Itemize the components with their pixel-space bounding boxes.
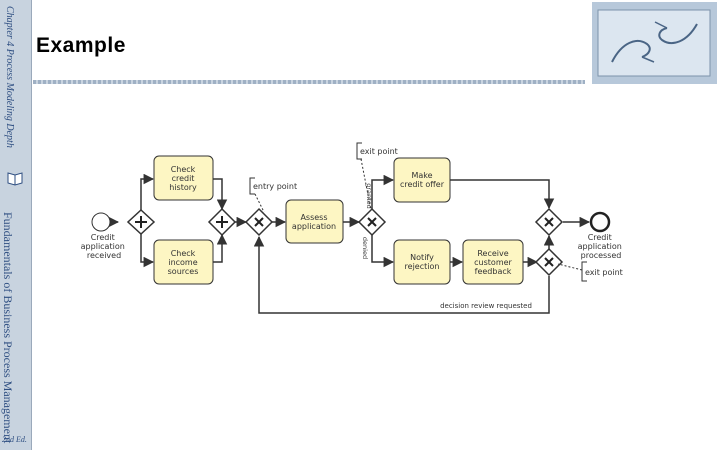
svg-text:exit point: exit point [585, 268, 623, 277]
end-event-label: Credit application processed [578, 233, 625, 260]
flow-offer-to-end-merge [450, 179, 555, 210]
start-event-label: Credit application received [81, 233, 128, 260]
sidebar-edition: 2nd Ed. [2, 435, 27, 444]
review-gateway [534, 247, 564, 277]
flow-denied [371, 235, 395, 268]
flow-granted [371, 174, 395, 209]
flow-decision-review-loop [253, 235, 550, 314]
start-event [91, 212, 111, 232]
svg-text:entry point: entry point [253, 182, 297, 191]
annotation-exit-point-top: exit point [356, 142, 398, 211]
drawing-hands-image [592, 2, 717, 84]
flow-income-to-join [213, 233, 228, 263]
flow-to-check-income [140, 232, 155, 268]
decision-gateway [357, 207, 387, 237]
end-event [589, 211, 611, 233]
flow-label-decision-review: decision review requested [440, 302, 532, 310]
end-merge-gateway [534, 207, 564, 237]
flow-to-check-history [140, 173, 155, 212]
slide-title: Example [36, 34, 126, 57]
flow-history-to-join [213, 178, 228, 211]
svg-text:exit point: exit point [360, 147, 398, 156]
sequence-flows [108, 173, 591, 314]
parallel-split-gateway [126, 208, 156, 236]
exclusive-merge-gateway [244, 207, 274, 237]
parallel-join-gateway [207, 207, 237, 237]
flow-label-denied: denied [361, 237, 369, 259]
annotation-exit-point-bottom: exit point [557, 261, 623, 282]
annotation-entry-point: entry point [249, 177, 297, 213]
sidebar: Chapter 4 Process Modeling Depth Fundame… [0, 0, 32, 450]
title-divider [33, 80, 585, 84]
book-icon [7, 172, 23, 186]
flow-label-granted: granted [365, 183, 373, 209]
